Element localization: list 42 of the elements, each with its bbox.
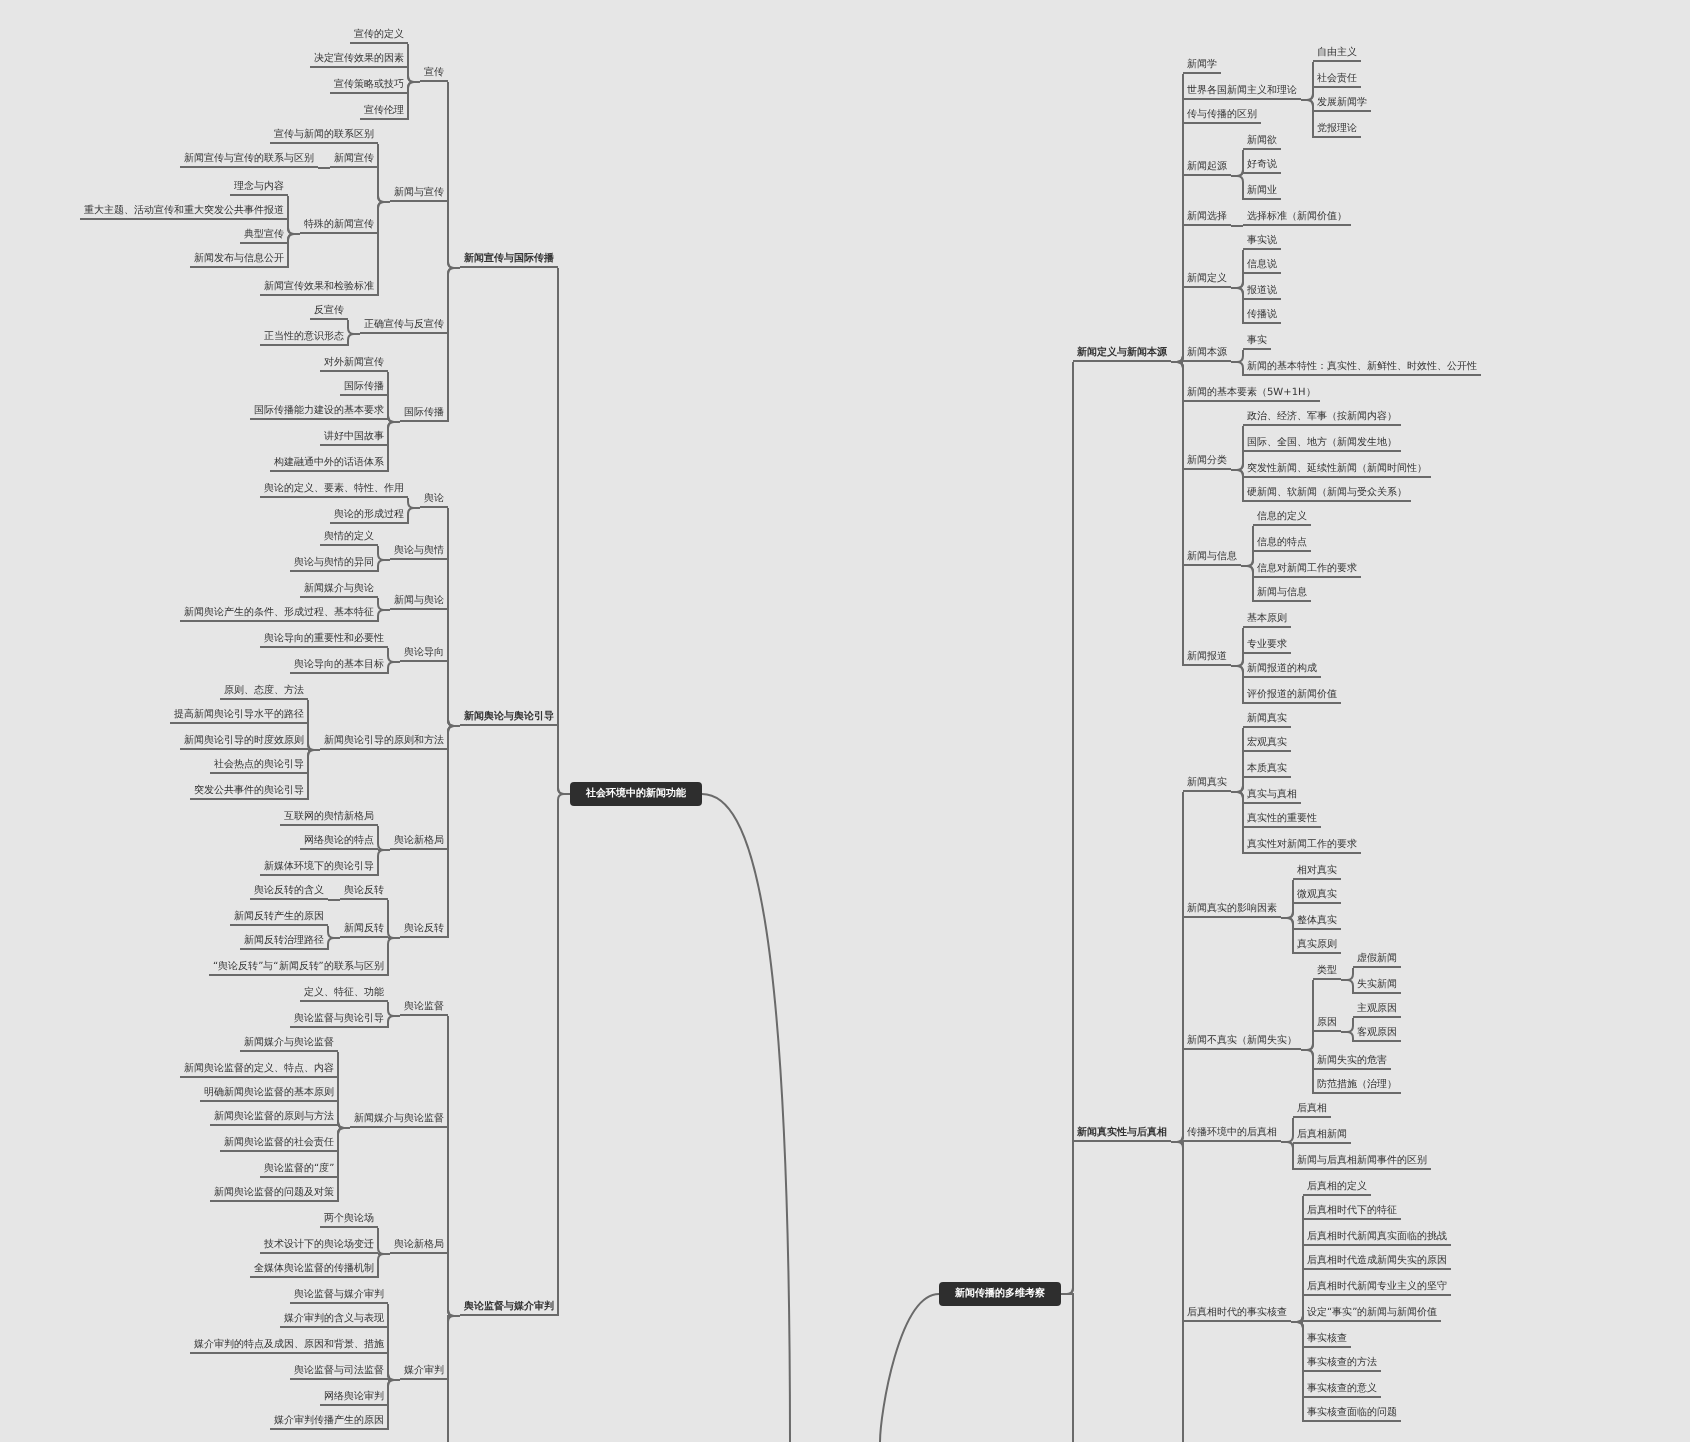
branch-line — [347, 333, 361, 347]
branch-line — [1170, 1141, 1184, 1442]
branch-line — [377, 609, 391, 623]
branch-line — [1300, 1049, 1314, 1095]
branch-line — [1230, 287, 1244, 325]
branch-line — [287, 233, 301, 269]
branch-line — [1230, 791, 1244, 855]
branch-line — [307, 749, 321, 801]
branch-line — [1290, 1321, 1304, 1423]
branch-line — [1280, 1141, 1294, 1171]
branch-line — [447, 1315, 461, 1442]
branch-line — [377, 559, 391, 573]
branch-line — [1340, 979, 1354, 995]
branch-line — [1230, 361, 1244, 377]
branch-line — [387, 421, 401, 473]
branch-line — [1300, 99, 1314, 139]
branch-line — [1230, 469, 1244, 503]
branch-line — [327, 937, 341, 951]
branch-line — [327, 899, 341, 901]
branch-line — [317, 167, 331, 169]
branch-line — [377, 1253, 391, 1279]
branch-line — [377, 201, 391, 297]
branch-line — [1230, 665, 1244, 705]
branch-line — [1340, 1031, 1354, 1043]
branch-line — [1230, 225, 1244, 227]
branch-line — [701, 793, 791, 1442]
branch-line — [1170, 361, 1184, 667]
branch-line — [387, 1015, 401, 1029]
branch-line — [879, 1293, 940, 1442]
branch-line — [387, 1379, 401, 1431]
branch-line — [387, 937, 401, 977]
branch-line — [377, 849, 391, 877]
branch-line — [1240, 565, 1254, 603]
branch-line — [387, 661, 401, 675]
branch-line — [407, 81, 421, 121]
branch-line — [1060, 1293, 1074, 1442]
branch-line — [1280, 917, 1294, 955]
branch-line — [337, 1127, 351, 1203]
branch-line — [447, 725, 461, 939]
branch-line — [407, 507, 421, 525]
branch-line — [1230, 175, 1244, 201]
branch-line — [447, 267, 461, 423]
